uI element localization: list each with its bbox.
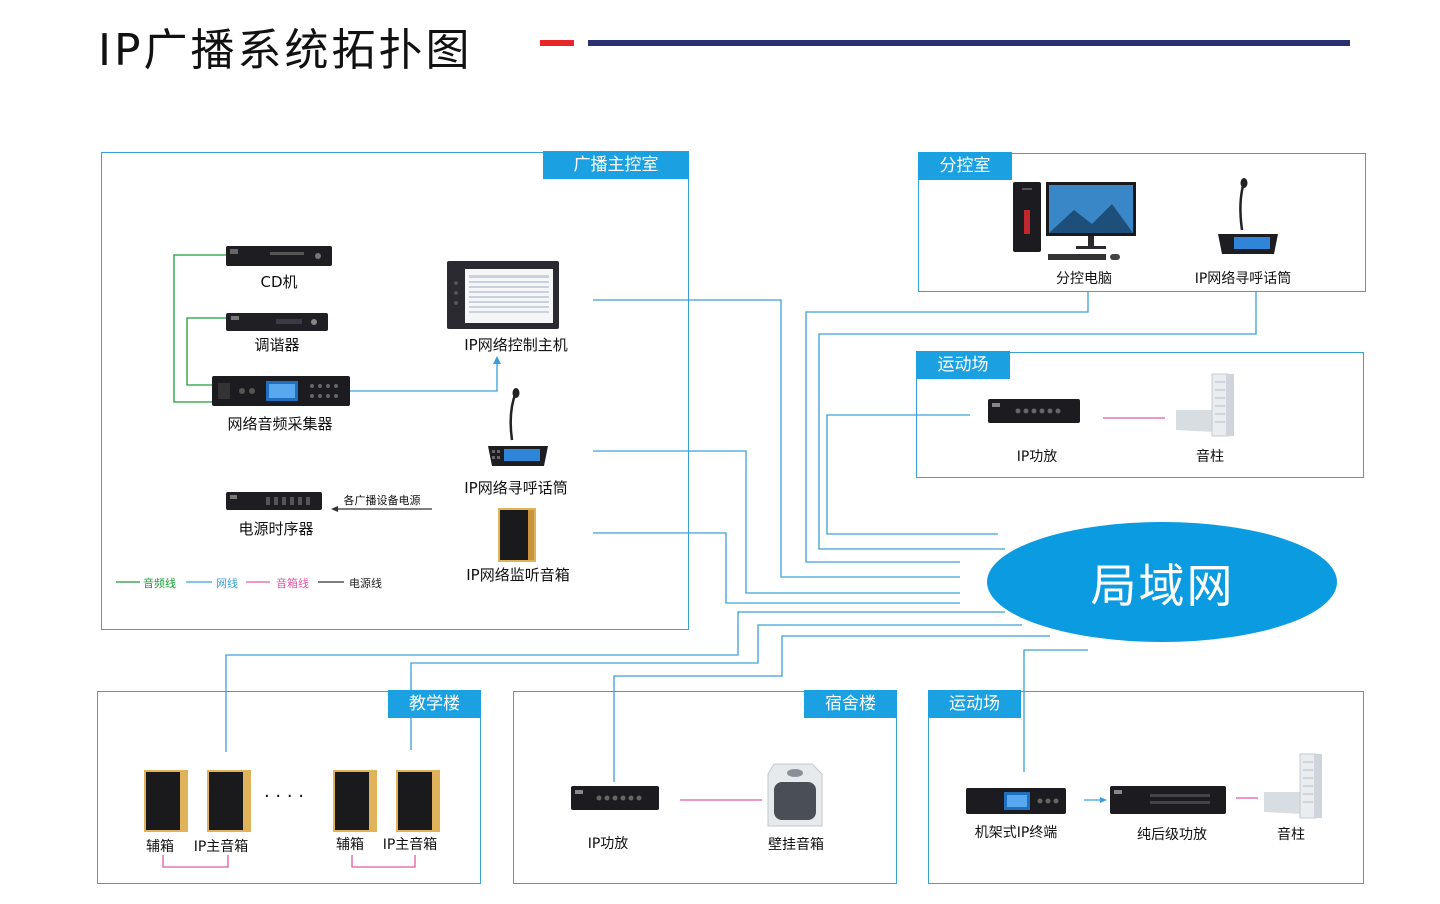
sports-bottom-column-device <box>1264 753 1322 819</box>
tuner-label: 调谐器 <box>254 336 300 354</box>
cd-player-label: CD机 <box>260 273 298 291</box>
room-sports-top <box>916 352 1364 478</box>
monitor-speaker-label: IP网络监听音箱 <box>466 566 570 584</box>
room-dorm <box>513 691 897 884</box>
paging-mic-label: IP网络寻呼话筒 <box>464 479 568 497</box>
legend-audio: 音频线 <box>143 575 176 591</box>
room-tag-dorm: 宿舍楼 <box>804 690 897 718</box>
legend-audio-text: 音频线 <box>143 577 176 590</box>
title-accent-red <box>540 40 574 46</box>
sports-top-column-label: 音柱 <box>1196 449 1224 465</box>
legend-power: 电源线 <box>349 575 382 591</box>
page-title: IP广播系统拓扑图 <box>98 25 473 76</box>
power-sequencer-device <box>226 492 322 510</box>
dorm-amp-label: IP功放 <box>587 836 629 852</box>
legend-speaker: 音箱线 <box>276 575 309 591</box>
sub-pc-device <box>1013 182 1136 260</box>
room-tag-sub-control: 分控室 <box>918 152 1012 180</box>
speaker-lines <box>162 417 1258 868</box>
rack-terminal-device <box>966 788 1066 814</box>
post-amp-device <box>1110 786 1226 814</box>
audio-collector-label: 网络音频采集器 <box>227 415 333 433</box>
teaching-main-label-1: IP主音箱 <box>193 839 249 855</box>
control-host-device <box>447 261 559 329</box>
sports-top-amp-label: IP功放 <box>1016 449 1058 465</box>
tuner-device <box>226 313 328 331</box>
teaching-aux-label-1: 辅箱 <box>146 839 174 855</box>
room-tag-teaching: 教学楼 <box>388 690 481 718</box>
title-accent-navy <box>588 40 1350 46</box>
legend-network-text: 网线 <box>216 577 238 590</box>
lan-cloud <box>987 522 1337 642</box>
teaching-main-speaker-2 <box>396 770 440 832</box>
room-tag-main-control: 广播主控室 <box>543 151 689 179</box>
paging-mic-device <box>488 388 548 466</box>
room-teaching <box>97 691 481 884</box>
sub-paging-mic-device <box>1218 178 1278 254</box>
cd-player-device <box>226 246 332 266</box>
audio-lines <box>116 254 226 583</box>
legend-network: 网线 <box>216 575 238 591</box>
room-sub-control <box>918 153 1366 292</box>
room-sports-bottom <box>928 691 1364 884</box>
dorm-wall-speaker-device <box>767 763 823 827</box>
teaching-aux-speaker-1 <box>144 770 188 832</box>
power-note-label: 各广播设备电源 <box>343 494 421 507</box>
sports-top-column-device <box>1176 373 1234 437</box>
power-lines <box>318 508 432 583</box>
room-tag-sports-bottom: 运动场 <box>928 690 1021 718</box>
sports-bottom-column-label: 音柱 <box>1277 827 1305 843</box>
teaching-more-dots: · · · · <box>263 786 305 807</box>
sub-paging-mic-label: IP网络寻呼话筒 <box>1194 271 1292 287</box>
room-main-control <box>101 152 689 630</box>
teaching-main-label-2: IP主音箱 <box>382 837 438 853</box>
lan-label: 局域网 <box>1090 559 1235 613</box>
sub-pc-label: 分控电脑 <box>1056 271 1112 287</box>
teaching-aux-label-2: 辅箱 <box>336 837 364 853</box>
power-sequencer-label: 电源时序器 <box>238 520 314 538</box>
teaching-aux-speaker-2 <box>333 770 377 832</box>
rack-terminal-label: 机架式IP终端 <box>974 825 1058 841</box>
dorm-wall-speaker-label: 壁挂音箱 <box>768 837 824 853</box>
sports-top-amp-device <box>988 399 1080 423</box>
post-amp-label: 纯后级功放 <box>1137 827 1207 843</box>
legend-speaker-text: 音箱线 <box>276 577 309 590</box>
control-host-label: IP网络控制主机 <box>464 336 568 354</box>
monitor-speaker-device <box>498 508 536 562</box>
audio-collector-device <box>212 376 350 406</box>
teaching-main-speaker-1 <box>207 770 251 832</box>
room-tag-sports-top: 运动场 <box>916 351 1010 379</box>
legend-power-text: 电源线 <box>349 577 382 590</box>
dorm-amp-device <box>571 786 659 810</box>
